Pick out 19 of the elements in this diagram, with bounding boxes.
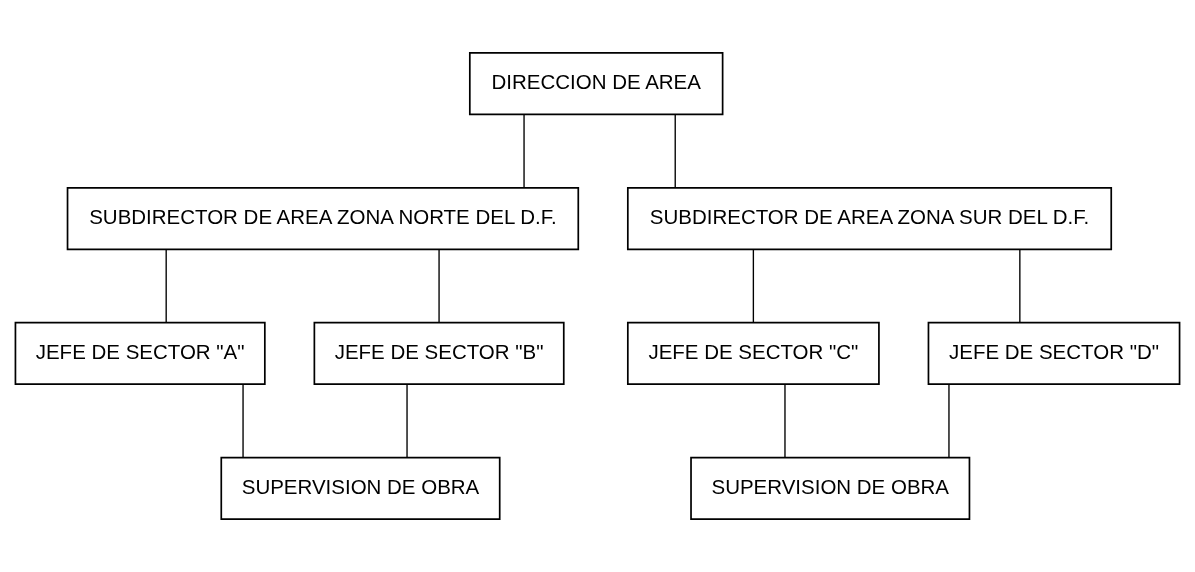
node-box: SUBDIRECTOR DE AREA ZONA NORTE DEL D.F. [66,186,580,251]
node-box: DIRECCION DE AREA [468,51,724,116]
connector [784,384,786,458]
connector [242,384,244,458]
connector [165,249,167,324]
node-box: SUPERVISION DE OBRA [690,456,971,521]
connector [948,384,950,458]
connector [752,249,755,324]
connector [406,384,408,458]
connector [523,114,525,189]
connector [674,114,676,189]
node-box: JEFE DE SECTOR "A" [14,321,266,386]
connector [1019,249,1021,324]
node-box: SUPERVISION DE OBRA [220,456,501,521]
node-box: SUBDIRECTOR DE AREA ZONA SUR DEL D.F. [626,186,1113,251]
node-box: JEFE DE SECTOR "B" [313,321,565,386]
node-box: JEFE DE SECTOR "C" [626,321,880,386]
connector [438,249,440,324]
node-box: JEFE DE SECTOR "D" [927,321,1181,386]
